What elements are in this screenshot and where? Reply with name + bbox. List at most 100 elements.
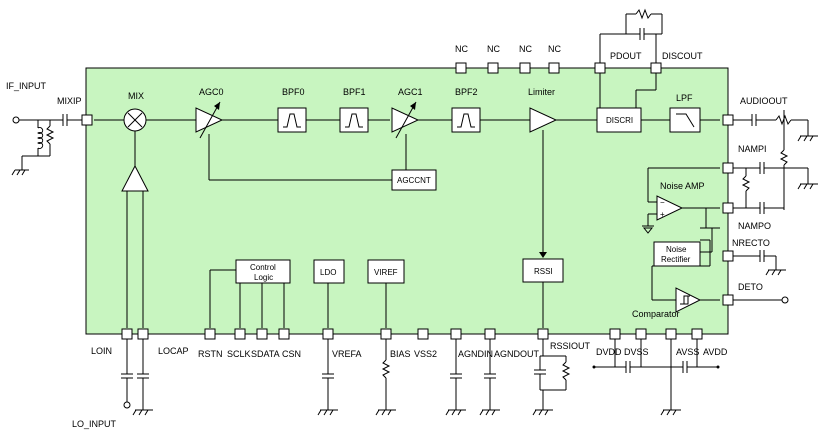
bpf1-label: BPF1 — [343, 87, 366, 97]
agccnt-block: AGCCNT — [391, 169, 437, 191]
pin-sdata — [256, 328, 268, 340]
label-sclk: SCLK — [227, 349, 251, 359]
lpf-block: LPF — [669, 93, 701, 133]
label-lo-input: LO_INPUT — [72, 419, 117, 429]
pin-bias — [380, 328, 392, 340]
pin-rssiout — [537, 328, 549, 340]
pin-vss2 — [417, 328, 429, 340]
agc0-label: AGC0 — [199, 87, 224, 97]
label-agndout: AGNDOUT — [494, 349, 540, 359]
label-locap: LOCAP — [158, 346, 189, 356]
label-rssiout: RSSIOUT — [550, 341, 591, 351]
pin-labels: IF_INPUT MIXIP NC NC NC NC PDOUT DISCOUT… — [6, 44, 788, 429]
label-discout: DISCOUT — [662, 51, 703, 61]
pin-avdd — [691, 328, 703, 340]
pin-rstn — [204, 328, 216, 340]
bpf2-block: BPF2 — [451, 87, 481, 133]
rssi-block: RSSI — [522, 258, 564, 283]
bottom-external-network — [317, 339, 720, 416]
deto-network — [733, 296, 789, 304]
agc1-block: AGC1 — [391, 87, 423, 139]
label-vss2: VSS2 — [414, 349, 437, 359]
lpf-label: LPF — [676, 93, 693, 103]
comparator-block: Comparator — [632, 287, 702, 319]
limiter-block: Limiter — [528, 87, 558, 133]
pin-vrefa — [322, 328, 334, 340]
label-rstn: RSTN — [198, 349, 223, 359]
rssi-label: RSSI — [534, 267, 553, 276]
pin-audioout — [722, 114, 734, 126]
pin-pdout — [594, 62, 606, 74]
label-nampo: NAMPO — [738, 221, 771, 231]
label-nrecto: NRECTO — [732, 238, 770, 248]
label-pdout: PDOUT — [610, 51, 642, 61]
agccnt-label: AGCCNT — [397, 176, 431, 185]
noise-rectifier-block: Noise Rectifier — [653, 241, 701, 267]
pin-dvdd — [609, 328, 621, 340]
viref-block: VIREF — [367, 259, 405, 284]
pin-nc-3 — [519, 62, 531, 74]
label-nc-2: NC — [487, 44, 500, 54]
mixer-block: MIX — [123, 91, 147, 132]
bpf0-block: BPF0 — [277, 87, 307, 133]
pin-deto — [722, 294, 734, 306]
discri-label: DISCRI — [606, 116, 633, 125]
bpf0-label: BPF0 — [282, 87, 305, 97]
pin-nc-1 — [455, 62, 467, 74]
pin-csn — [278, 328, 290, 340]
pin-dvss — [635, 328, 647, 340]
label-csn: CSN — [282, 349, 301, 359]
pin-loin — [121, 328, 133, 340]
pin-nrecto — [722, 250, 734, 262]
label-agndin: AGNDIN — [458, 349, 493, 359]
label-nc-1: NC — [455, 44, 468, 54]
pin-nampi — [722, 162, 734, 174]
svg-text:−: − — [660, 198, 665, 207]
lo-external-network — [121, 339, 153, 416]
pin-discout — [650, 62, 662, 74]
agc1-label: AGC1 — [398, 87, 423, 97]
label-bias: BIAS — [390, 349, 411, 359]
ldo-label: LDO — [320, 268, 336, 277]
noise-amp-block: − + Noise AMP — [656, 181, 705, 221]
label-nc-3: NC — [519, 44, 532, 54]
label-nampi: NAMPI — [738, 144, 767, 154]
label-avss: AVSS — [676, 347, 699, 357]
svg-text:+: + — [660, 210, 665, 219]
pin-mixip — [81, 114, 93, 126]
discri-tank-network — [599, 8, 663, 63]
label-if-input: IF_INPUT — [6, 81, 47, 91]
label-vrefa: VREFA — [332, 349, 362, 359]
discri-block: DISCRI — [596, 107, 642, 133]
ldo-block: LDO — [313, 259, 345, 284]
noise-amp-label: Noise AMP — [660, 181, 705, 191]
label-dvdd: DVDD — [596, 347, 622, 357]
label-avdd: AVDD — [703, 347, 728, 357]
audioout-network — [733, 110, 818, 210]
pin-locap — [137, 328, 149, 340]
noise-rectifier-label-1: Noise — [666, 245, 687, 254]
label-nc-4: NC — [548, 44, 561, 54]
label-audioout: AUDIOOUT — [740, 96, 788, 106]
external-input-network — [11, 114, 82, 176]
label-loin: LOIN — [91, 346, 112, 356]
control-logic-label-1: Control — [250, 263, 276, 272]
label-mixip: MIXIP — [57, 96, 82, 106]
bpf2-label: BPF2 — [455, 87, 478, 97]
mix-label: MIX — [128, 91, 144, 101]
noise-rectifier-label-2: Rectifier — [661, 255, 691, 264]
pin-agndin — [450, 328, 462, 340]
bpf1-block: BPF1 — [339, 87, 369, 133]
nampi-network — [733, 162, 818, 214]
label-dvss: DVSS — [624, 347, 649, 357]
pin-nampo — [722, 202, 734, 214]
agc0-block: AGC0 — [195, 87, 224, 139]
pin-avss — [665, 328, 677, 340]
pin-sclk — [234, 328, 246, 340]
pin-nc-4 — [548, 62, 560, 74]
limiter-label: Limiter — [528, 87, 555, 97]
lo-buffer-amp — [121, 164, 149, 192]
pin-agndout — [484, 328, 496, 340]
control-logic-block: Control Logic — [235, 259, 291, 284]
